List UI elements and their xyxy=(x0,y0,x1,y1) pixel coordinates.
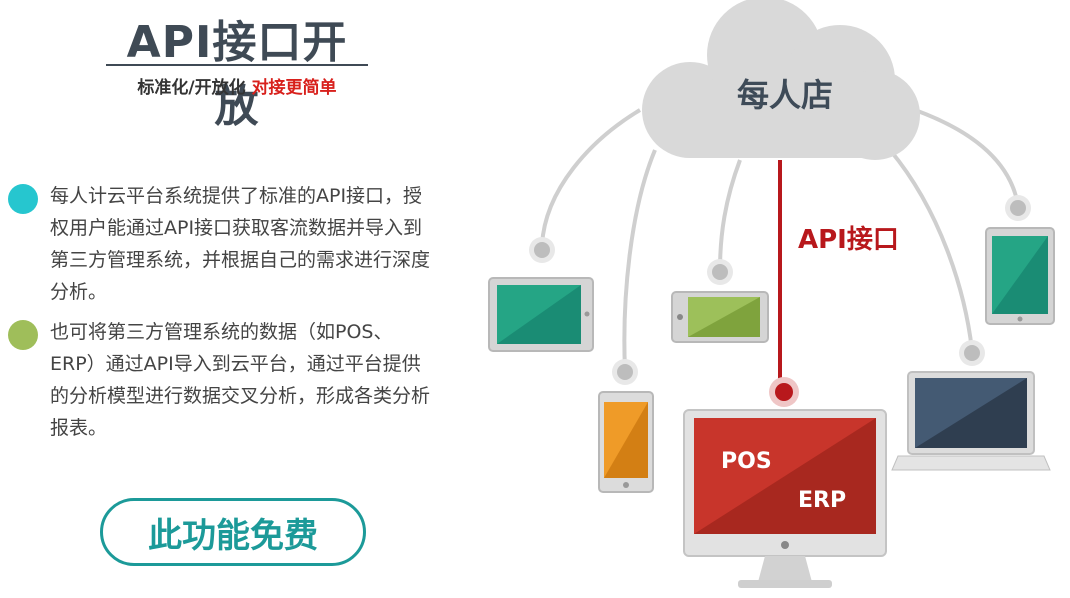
cloud-label: 每人店 xyxy=(737,76,833,114)
phone-icon xyxy=(598,391,654,493)
green-bullet-dot xyxy=(8,320,38,350)
monitor-label-pos: POS xyxy=(721,449,772,474)
page-title: API接口开放 xyxy=(126,17,348,132)
teal-bullet-dot xyxy=(8,184,38,214)
subtitle-highlight: 对接更简单 xyxy=(251,78,337,98)
laptop-icon xyxy=(891,371,1051,471)
tablet-portrait-icon xyxy=(985,227,1055,325)
connector-knobs xyxy=(529,195,1031,407)
monitor-icon xyxy=(683,409,887,588)
feature-text: 每人计云平台系统提供了标准的API接口，授权用户能通过API接口获取客流数据并导… xyxy=(50,185,431,303)
api-label: API接口 xyxy=(798,225,899,255)
feature-text: 也可将第三方管理系统的数据（如POS、ERP）通过API导入到云平台，通过平台提… xyxy=(50,321,431,439)
api-network-diagram: 每人店 API接口 POS ERP xyxy=(488,0,1055,588)
page-subtitle: 标准化/开放化 对接更简单 xyxy=(106,73,368,98)
small-phone-landscape-icon xyxy=(671,291,769,343)
free-feature-button[interactable]: 此功能免费 xyxy=(100,498,366,566)
connector-lines xyxy=(540,108,1020,371)
monitor-label-erp: ERP xyxy=(798,488,846,513)
title-underline xyxy=(106,64,368,66)
tablet-landscape-icon xyxy=(488,277,594,352)
subtitle-main: 标准化/开放化 xyxy=(137,78,252,98)
cloud-icon xyxy=(642,0,920,160)
